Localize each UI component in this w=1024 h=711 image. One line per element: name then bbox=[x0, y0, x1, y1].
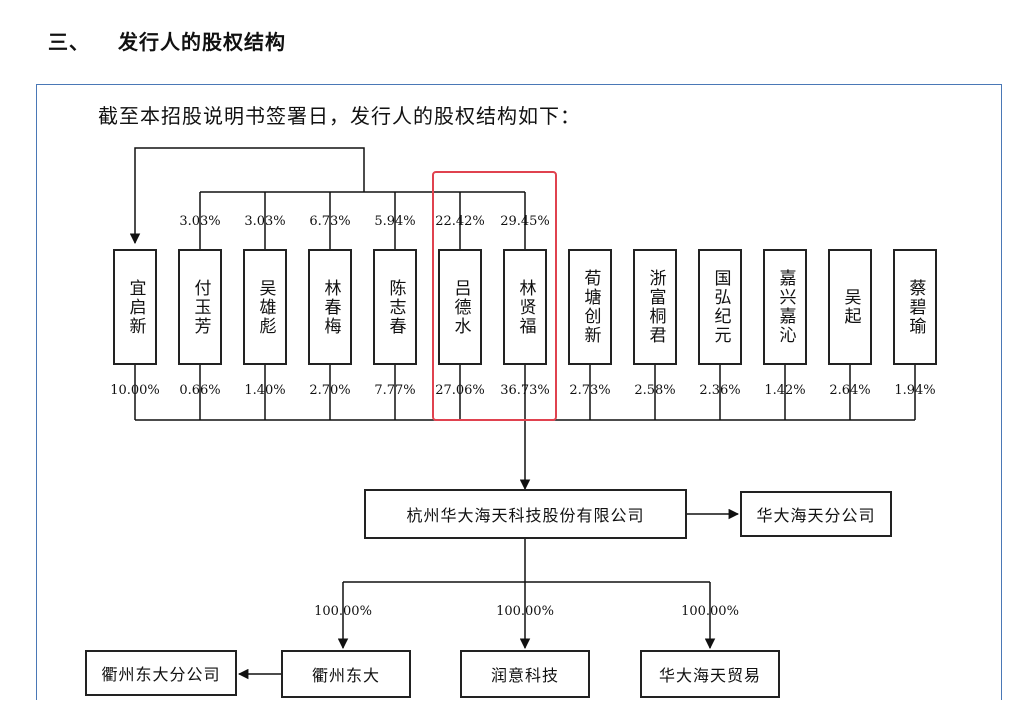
shareholder-box: 林贤福 bbox=[503, 249, 547, 365]
holding-percent: 1.94% bbox=[894, 383, 936, 398]
shareholder-box: 荀塘创新 bbox=[568, 249, 612, 365]
holding-percent: 0.66% bbox=[179, 383, 221, 398]
subsidiary-percent: 100.00% bbox=[314, 604, 372, 619]
shareholder-box: 吕德水 bbox=[438, 249, 482, 365]
figure-frame bbox=[36, 84, 1002, 700]
shareholder-name: 宜启新 bbox=[125, 278, 146, 336]
holding-percent: 2.58% bbox=[634, 383, 676, 398]
shareholder-name: 林春梅 bbox=[320, 278, 341, 336]
shareholder-name: 荀塘创新 bbox=[580, 269, 601, 345]
holding-percent: 1.42% bbox=[764, 383, 806, 398]
section-number: 三、 bbox=[48, 30, 90, 54]
holding-percent: 27.06% bbox=[435, 383, 485, 398]
upper-holding-percent: 6.73% bbox=[309, 214, 351, 229]
shareholder-box: 嘉兴嘉沁 bbox=[763, 249, 807, 365]
shareholder-name: 吴雄彪 bbox=[255, 278, 276, 336]
shareholder-box: 付玉芳 bbox=[178, 249, 222, 365]
shareholder-box: 蔡碧瑜 bbox=[893, 249, 937, 365]
shareholder-box: 浙富桐君 bbox=[633, 249, 677, 365]
branch-box: 华大海天分公司 bbox=[740, 491, 892, 537]
intro-text: 截至本招股说明书签署日，发行人的股权结构如下： bbox=[98, 104, 581, 128]
section-title: 发行人的股权结构 bbox=[118, 30, 286, 54]
highlight-box bbox=[432, 171, 557, 421]
shareholder-box: 吴雄彪 bbox=[243, 249, 287, 365]
subsidiary-percent: 100.00% bbox=[496, 604, 554, 619]
holding-percent: 7.77% bbox=[374, 383, 416, 398]
shareholder-name: 国弘纪元 bbox=[710, 269, 731, 345]
subsidiary-box: 衢州东大 bbox=[281, 650, 411, 698]
upper-holding-percent: 5.94% bbox=[374, 214, 416, 229]
subsidiary-box: 华大海天贸易 bbox=[640, 650, 780, 698]
shareholder-name: 嘉兴嘉沁 bbox=[775, 269, 796, 345]
holding-percent: 2.70% bbox=[309, 383, 351, 398]
holding-percent: 36.73% bbox=[500, 383, 550, 398]
upper-holding-percent: 3.03% bbox=[244, 214, 286, 229]
sub-branch-box: 衢州东大分公司 bbox=[85, 650, 237, 696]
shareholder-box: 吴起 bbox=[828, 249, 872, 365]
holding-percent: 2.73% bbox=[569, 383, 611, 398]
shareholder-name: 蔡碧瑜 bbox=[905, 278, 926, 336]
subsidiary-percent: 100.00% bbox=[681, 604, 739, 619]
holding-percent: 2.64% bbox=[829, 383, 871, 398]
shareholder-name: 浙富桐君 bbox=[645, 269, 666, 345]
shareholder-name: 陈志春 bbox=[385, 278, 406, 336]
holding-percent: 1.40% bbox=[244, 383, 286, 398]
shareholder-box: 林春梅 bbox=[308, 249, 352, 365]
shareholder-name: 吴起 bbox=[840, 288, 861, 326]
subsidiary-box: 润意科技 bbox=[460, 650, 590, 698]
shareholder-box: 国弘纪元 bbox=[698, 249, 742, 365]
shareholder-box: 陈志春 bbox=[373, 249, 417, 365]
upper-holding-percent: 3.03% bbox=[179, 214, 221, 229]
section-heading: 三、 发行人的股权结构 bbox=[48, 26, 286, 55]
company-box: 杭州华大海天科技股份有限公司 bbox=[364, 489, 687, 539]
holding-percent: 2.36% bbox=[699, 383, 741, 398]
upper-holding-percent: 22.42% bbox=[435, 214, 485, 229]
holding-percent: 10.00% bbox=[110, 383, 160, 398]
shareholder-name: 林贤福 bbox=[515, 278, 536, 336]
shareholder-box: 宜启新 bbox=[113, 249, 157, 365]
shareholder-name: 付玉芳 bbox=[190, 278, 211, 336]
upper-holding-percent: 29.45% bbox=[500, 214, 550, 229]
shareholder-name: 吕德水 bbox=[450, 278, 471, 336]
